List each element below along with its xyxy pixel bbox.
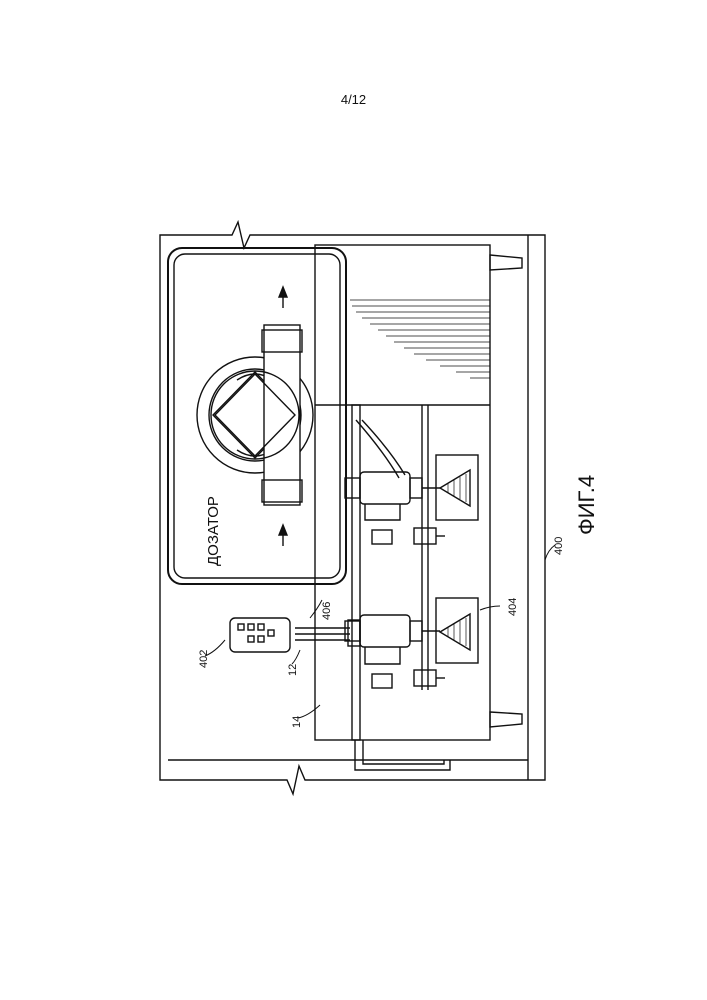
leader-lines: [205, 545, 555, 718]
ref-14: 14: [291, 716, 303, 728]
ref-406: 406: [321, 602, 333, 620]
lower-valve-assembly: [345, 598, 478, 688]
upper-valve-assembly: [345, 420, 478, 544]
ref-12: 12: [287, 664, 299, 676]
flow-arrow-icon: [279, 525, 287, 546]
ref-404: 404: [507, 598, 519, 616]
probe-cable: [295, 620, 360, 646]
flow-arrow-icon: [279, 287, 287, 308]
ref-400: 400: [553, 537, 565, 555]
figure-caption: ФИГ.4: [574, 475, 599, 535]
remote-control: [230, 618, 290, 652]
manifold-pipe: [352, 405, 450, 770]
dispenser-unit: [168, 248, 346, 584]
ref-402: 402: [198, 650, 210, 668]
dispenser-label: ДОЗАТОР: [205, 496, 222, 566]
